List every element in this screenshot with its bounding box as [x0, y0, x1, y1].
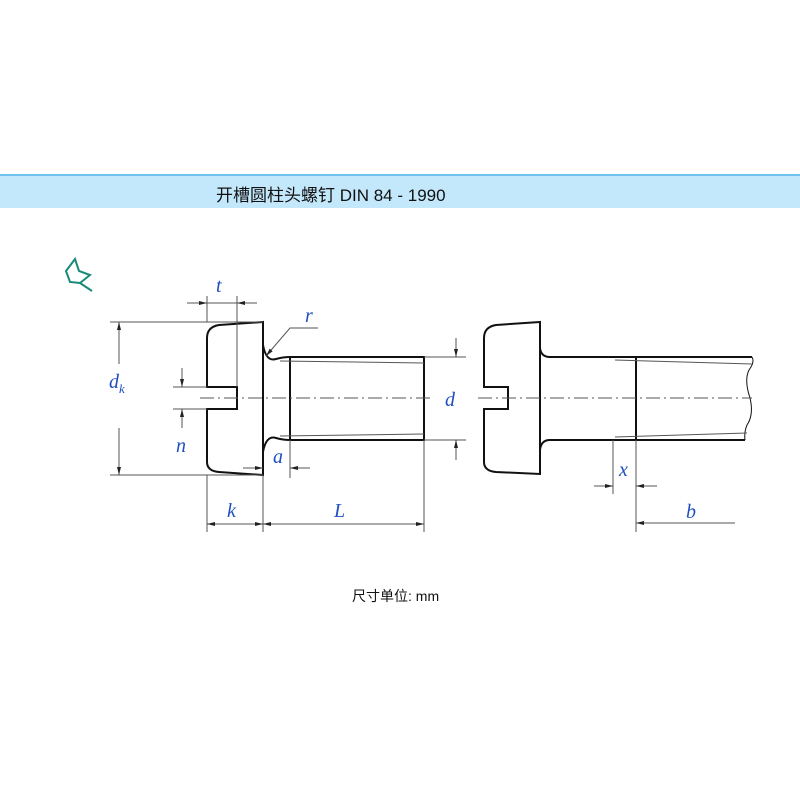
dim-label-a: a: [273, 446, 283, 468]
title-bar: 开槽圆柱头螺钉 DIN 84 - 1990: [0, 174, 800, 208]
page-title: 开槽圆柱头螺钉 DIN 84 - 1990: [216, 186, 446, 205]
dim-label-dk: dk: [109, 371, 125, 396]
units-note: 尺寸单位: mm: [352, 588, 440, 604]
dim-label-r: r: [305, 305, 313, 327]
dim-label-t: t: [216, 275, 222, 297]
dim-label-k: k: [227, 500, 237, 522]
dim-label-x: x: [618, 459, 628, 481]
dim-label-b: b: [686, 501, 696, 523]
pushpin-icon[interactable]: [60, 255, 100, 295]
dim-label-L: L: [333, 500, 345, 522]
dim-label-d: d: [445, 389, 456, 411]
dim-label-n: n: [176, 435, 186, 457]
